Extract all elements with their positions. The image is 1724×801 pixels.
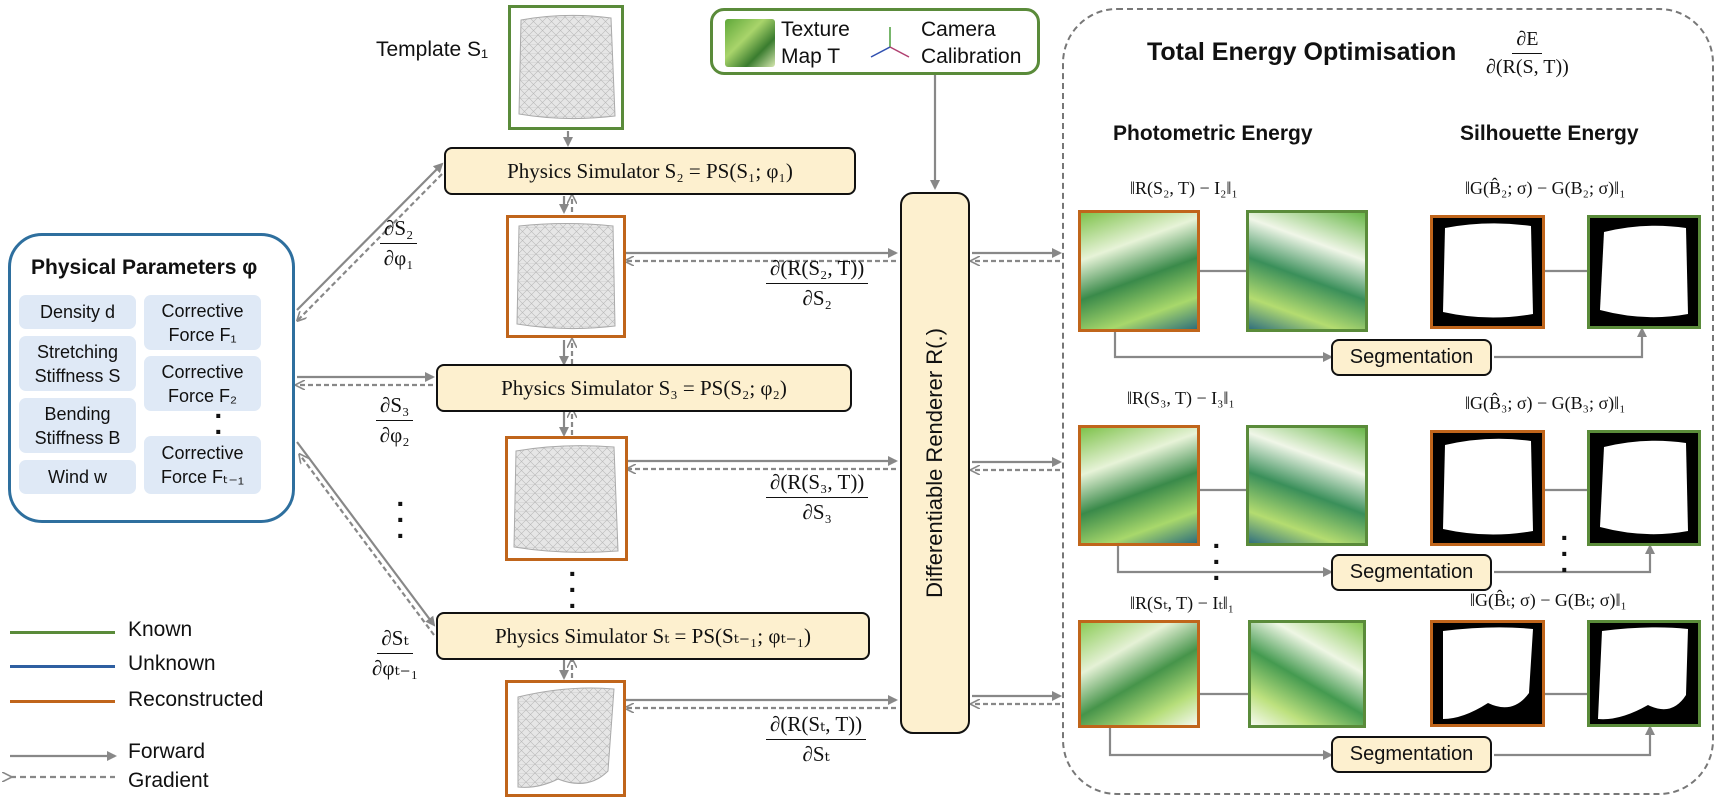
silhouette-pred-t	[1430, 620, 1545, 727]
legend-reconstructed-swatch	[10, 700, 115, 703]
silhouette-energy-label: Silhouette Energy	[1460, 122, 1639, 145]
photo-norm-1: ‖R(S₂, T) − I₂‖₁	[1130, 178, 1238, 198]
params-title: Physical Parameters φ	[31, 256, 258, 279]
physics-simulator-2: Physics Simulator S₃ = PS(S₂; φ₂)	[436, 364, 852, 412]
mesh-s3-image	[505, 436, 628, 561]
render-image-2	[1078, 425, 1200, 546]
mesh-s2-image	[506, 215, 626, 338]
silhouette-pred-2	[1430, 430, 1545, 546]
render-grad-1: ∂(R(S₂, T))∂S₂	[766, 256, 869, 311]
ellipsis-sil: ···	[1560, 522, 1570, 585]
segmentation-box-t: Segmentation	[1331, 736, 1492, 773]
param-grad-t: ∂Sₜ∂φₜ₋₁	[372, 626, 419, 680]
render-grad-2: ∂(R(S₃, T))∂S₃	[766, 470, 869, 525]
silhouette-target-1	[1587, 215, 1701, 329]
segmentation-box-2: Segmentation	[1331, 554, 1492, 591]
ellipsis-left: ···	[396, 488, 406, 551]
legend-unknown-swatch	[10, 665, 115, 668]
texture-label: Texture	[781, 18, 850, 41]
sil-norm-1: ‖G(B̂₂; σ) − G(B₂; σ)‖₁	[1465, 178, 1626, 198]
param-bending: Bending Stiffness B	[19, 398, 136, 453]
param-grad-1: ∂S₂∂φ₁	[380, 216, 418, 271]
sil-norm-t: ‖G(B̂ₜ; σ) − G(Bₜ; σ)‖₁	[1470, 590, 1627, 610]
photometric-energy-label: Photometric Energy	[1113, 122, 1313, 145]
energy-derivative: ∂E∂(R(S, T))	[1486, 28, 1569, 78]
param-force-1: Corrective Force F₁	[144, 295, 261, 350]
legend-forward: Forward	[128, 740, 206, 763]
sil-norm-2: ‖G(B̂₃; σ) − G(B₃; σ)‖₁	[1465, 393, 1626, 413]
calibration-label: Calibration	[921, 45, 1022, 68]
legend-gradient: Gradient	[128, 769, 209, 792]
silhouette-pred-1	[1430, 215, 1545, 329]
camera-axes-icon	[870, 27, 910, 58]
template-label: Template S₁	[376, 38, 489, 61]
param-stretching: Stretching Stiffness S	[19, 336, 136, 391]
map-label: Map T	[781, 45, 841, 68]
photo-norm-2: ‖R(S₃, T) − I₃‖₁	[1127, 388, 1235, 408]
param-force-2: Corrective Force F₂	[144, 356, 261, 411]
target-image-t	[1248, 620, 1366, 728]
energy-title: Total Energy Optimisation	[1147, 38, 1457, 66]
param-force-t: Corrective Force Fₜ₋₁	[144, 436, 261, 494]
legend-unknown: Unknown	[128, 652, 216, 675]
template-mesh-image	[508, 5, 624, 130]
param-wind: Wind w	[19, 460, 136, 494]
ellipsis-photo: ···	[1212, 530, 1222, 593]
silhouette-target-t	[1587, 620, 1701, 727]
segmentation-box-1: Segmentation	[1331, 339, 1492, 376]
param-density: Density d	[19, 295, 136, 329]
differentiable-renderer-box: Differentiable Renderer R(.)	[900, 192, 970, 734]
photo-norm-t: ‖R(Sₜ, T) − Iₜ‖₁	[1130, 593, 1235, 613]
physics-simulator-t: Physics Simulator Sₜ = PS(Sₜ₋₁; φₜ₋₁)	[436, 612, 870, 660]
texture-thumbnail-image	[725, 19, 775, 67]
mesh-st-image	[505, 680, 626, 797]
texture-camera-box: Texture Map T Camera Calibration	[710, 8, 1040, 75]
legend-known: Known	[128, 618, 193, 641]
renderer-label: Differentiable Renderer R(.)	[922, 328, 947, 598]
target-image-1	[1246, 210, 1368, 332]
legend-known-swatch	[10, 631, 115, 634]
legend-reconstructed: Reconstructed	[128, 688, 264, 711]
silhouette-target-2	[1587, 430, 1701, 546]
camera-label: Camera	[921, 18, 996, 41]
ellipsis-mid: ···	[568, 558, 578, 621]
param-grad-2: ∂S₃∂φ₂	[376, 393, 414, 448]
target-image-2	[1246, 425, 1368, 546]
physical-parameters-panel: Physical Parameters φ Density d Stretchi…	[8, 233, 295, 523]
energy-optimisation-panel	[1062, 8, 1714, 795]
param-ellipsis: ··	[214, 400, 224, 447]
render-image-1	[1078, 210, 1200, 332]
physics-simulator-1: Physics Simulator S₂ = PS(S₁; φ₁)	[444, 147, 856, 195]
render-image-t	[1078, 620, 1200, 728]
render-grad-t: ∂(R(Sₜ, T))∂Sₜ	[766, 712, 867, 767]
